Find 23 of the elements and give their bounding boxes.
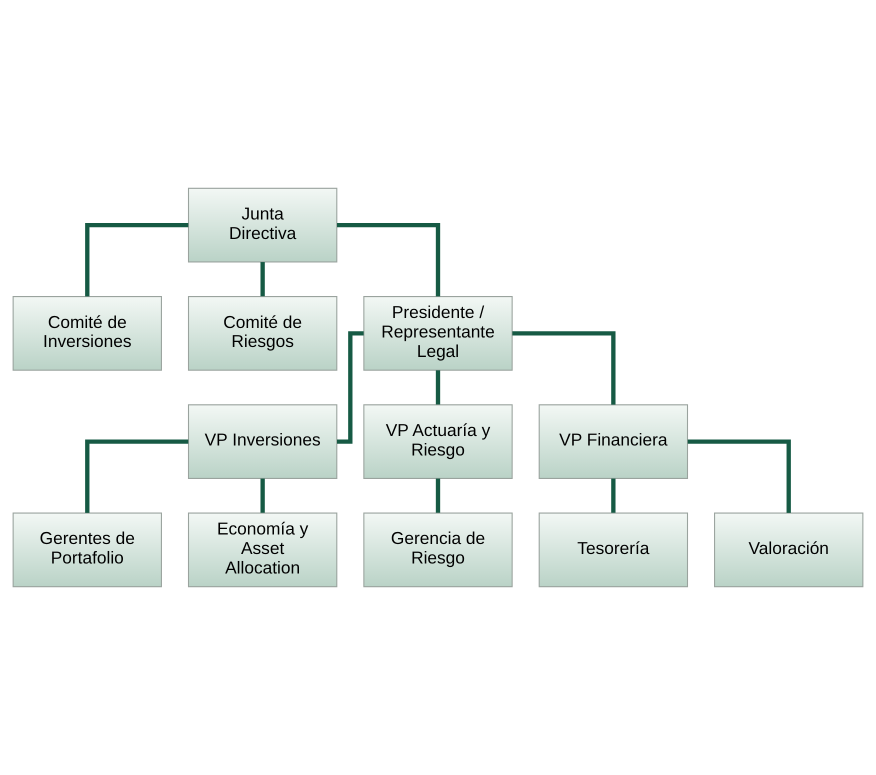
- node-box: VP Actuaría y Riesgo: [363, 404, 513, 479]
- connector: [260, 478, 265, 513]
- connector: [85, 222, 188, 296]
- node-box: Gerentes de Portafolio: [12, 512, 162, 588]
- node-box: Comité de Inversiones: [12, 296, 162, 371]
- node-box: Tesorería: [538, 512, 688, 588]
- node-box: Gerencia de Riesgo: [363, 512, 513, 588]
- connector: [436, 370, 440, 404]
- connector: [337, 222, 440, 296]
- connector: [512, 331, 616, 405]
- node-box: Junta Directiva: [188, 188, 338, 262]
- node-box: VP Financiera: [538, 404, 688, 479]
- connector: [337, 331, 364, 444]
- node-box: Presidente / Representante Legal: [363, 296, 513, 371]
- node-box: VP Inversiones: [188, 404, 338, 479]
- connector: [611, 478, 616, 513]
- connector: [436, 478, 440, 513]
- connector: [85, 439, 188, 513]
- connector: [688, 439, 791, 513]
- node-box: Valoración: [714, 512, 864, 588]
- node-box: Economía y Asset Allocation: [188, 512, 338, 588]
- connector: [260, 262, 265, 296]
- node-box: Comité de Riesgos: [188, 296, 338, 371]
